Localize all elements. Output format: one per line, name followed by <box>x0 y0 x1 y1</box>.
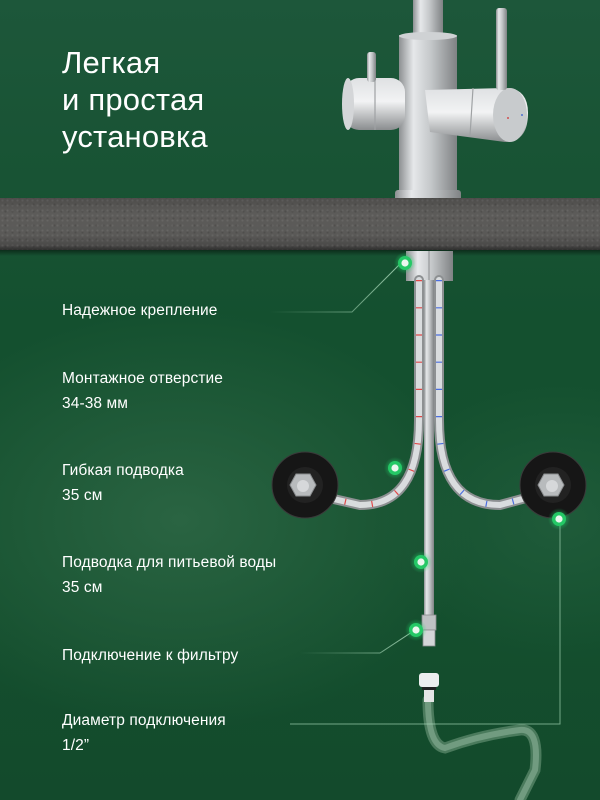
leader-lines <box>262 263 561 725</box>
faucet-icon <box>342 0 528 209</box>
callout-label-filter: Подключение к фильтру <box>62 643 238 668</box>
callout-text: Диаметр подключения <box>62 712 226 729</box>
cold-water-hose-icon <box>434 275 553 511</box>
callout-value: 1/2” <box>62 737 90 754</box>
callout-dot-diameter <box>548 508 570 530</box>
callout-markers <box>384 252 570 641</box>
drinking-water-tube-icon <box>421 280 437 647</box>
callout-value: 35 см <box>62 487 103 504</box>
callout-value: 35 см <box>62 579 103 596</box>
callout-label-mount: Надежное крепление <box>62 298 218 323</box>
title-line-2: и простая <box>62 82 205 117</box>
page-title: Легкая и простая установка <box>62 44 208 155</box>
callout-text: Подводка для питьевой воды <box>62 554 277 571</box>
callout-dot-filter <box>405 619 427 641</box>
callout-dot-flex <box>384 457 406 479</box>
wall-mount-left-icon <box>271 451 339 519</box>
callout-text: Надежное крепление <box>62 302 218 319</box>
callout-label-hole: Монтажное отверстие 34-38 мм <box>62 366 223 416</box>
callout-label-drinking: Подводка для питьевой воды 35 см <box>62 550 276 600</box>
countertop-shadow <box>0 250 600 256</box>
callout-dot-drinking <box>410 551 432 573</box>
hot-water-hose-icon <box>298 275 424 511</box>
callout-label-flex: Гибкая подводка 35 см <box>62 458 184 508</box>
callout-label-diameter: Диаметр подключения 1/2” <box>62 708 226 758</box>
callout-dot-mount <box>394 252 416 274</box>
callout-text: Гибкая подводка <box>62 462 184 479</box>
wall-mount-right-icon <box>519 451 587 519</box>
title-line-1: Легкая <box>62 45 161 80</box>
callout-value: 34-38 мм <box>62 395 129 412</box>
title-line-3: установка <box>62 119 208 154</box>
callout-text: Монтажное отверстие <box>62 370 223 387</box>
filter-connector-icon <box>419 673 542 800</box>
callout-text: Подключение к фильтру <box>62 647 239 664</box>
countertop <box>0 198 600 250</box>
